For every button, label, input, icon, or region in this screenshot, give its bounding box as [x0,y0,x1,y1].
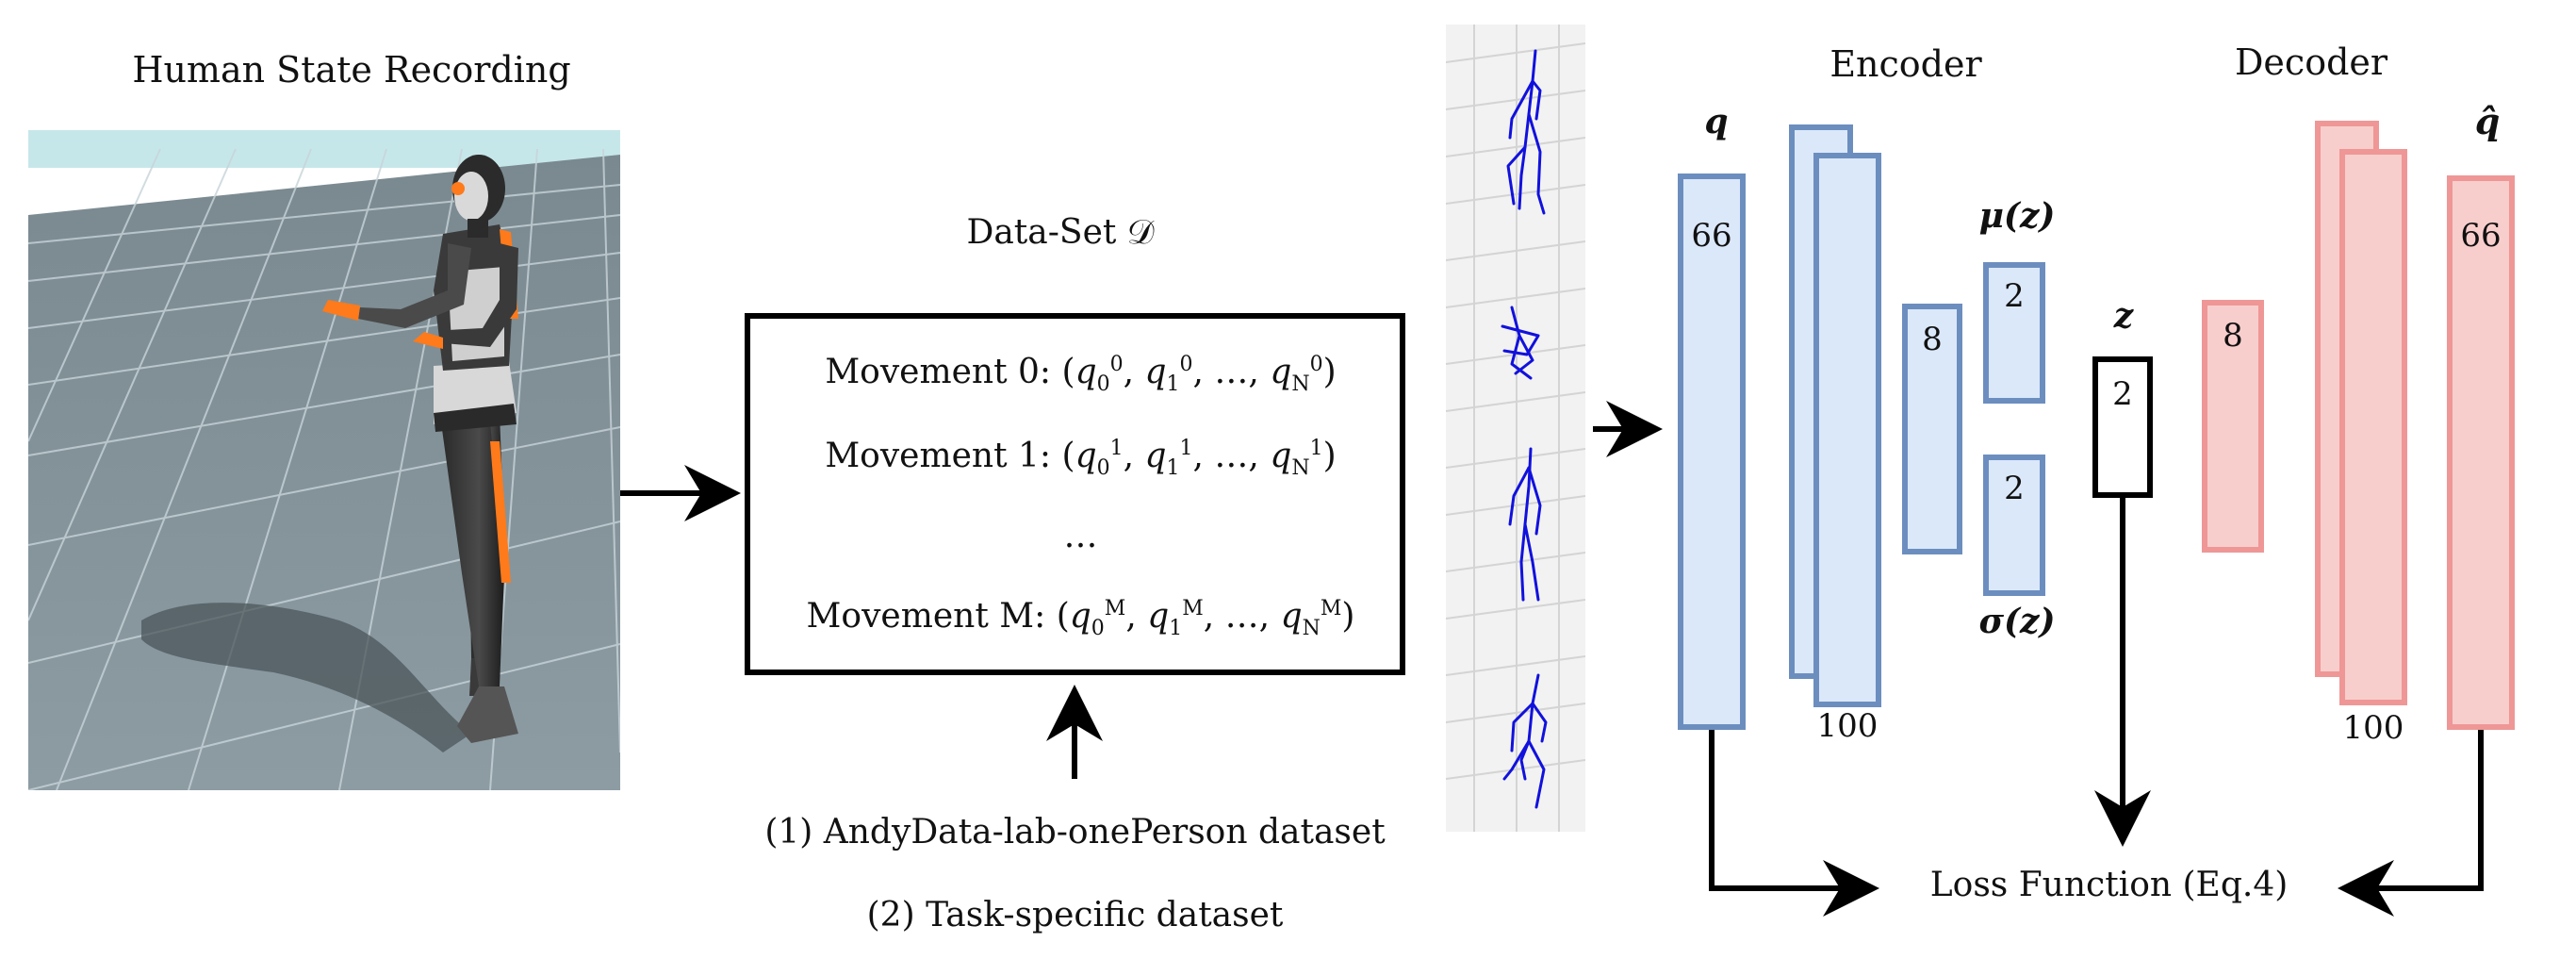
encoder-layer-100-label: 100 [1816,707,1879,745]
decoder-layer-output-66: 66 [2447,175,2515,730]
recording-title: Human State Recording [132,49,571,91]
encoder-layer-input-66: 66 [1678,174,1746,730]
latent-mu-2: 2 [1983,262,2045,404]
dataset-row-m: Movement M: (q0M, q1M, …, qNM) [806,597,1355,641]
humanoid-robot [322,155,518,743]
frames-grid [1446,25,1585,832]
decoder-layer-hidden-8: 8 [2202,300,2264,553]
decoder-layer-hidden-100-front [2339,149,2407,705]
decoder-layer-100-label: 100 [2342,709,2404,747]
dataset-title: Data-Set 𝒟 [966,213,1155,252]
mu-label: μ(z) [1978,196,2056,236]
encoder-title: Encoder [1829,43,1982,85]
skeleton-pose-3 [1508,447,1542,602]
z-label: z [2113,296,2134,336]
dataset-ellipsis: … [1063,517,1098,555]
decoder-title: Decoder [2234,41,2388,83]
skeleton-pose-1 [1506,49,1546,215]
dataset-source-1: (1) AndyData-lab-onePerson dataset [764,813,1386,852]
dataset-row-0: Movement 0: (q00, q10, …, qN0) [825,353,1337,397]
dataset-row-1: Movement 1: (q01, q11, …, qN1) [825,437,1337,481]
floor-grid [28,148,620,790]
encoder-layer-hidden-100-front [1813,153,1881,707]
skeleton-pose-4 [1502,673,1548,809]
q-hat-output-label: q̂ [2474,100,2501,142]
skeleton-frames-strip [1446,25,1585,832]
q-input-label: q [1704,102,1729,141]
arrow-input-to-loss [1709,730,1879,917]
dataset-box: Movement 0: (q00, q10, …, qN0) Movement … [745,313,1405,675]
latent-z-2: 2 [2092,356,2153,498]
loss-function-label: Loss Function (Eq.4) [1929,866,2289,904]
dataset-source-2: (2) Task-specific dataset [866,896,1284,934]
robot-shadow [141,603,471,752]
latent-sigma-2: 2 [1983,455,2045,596]
encoder-layer-hidden-8: 8 [1902,304,1962,554]
sigma-label: σ(z) [1978,602,2056,641]
simulation-scene-image [28,130,620,790]
sky-strip [28,130,620,168]
arrow-output-to-loss [2338,730,2484,917]
skeleton-pose-2 [1501,306,1540,380]
